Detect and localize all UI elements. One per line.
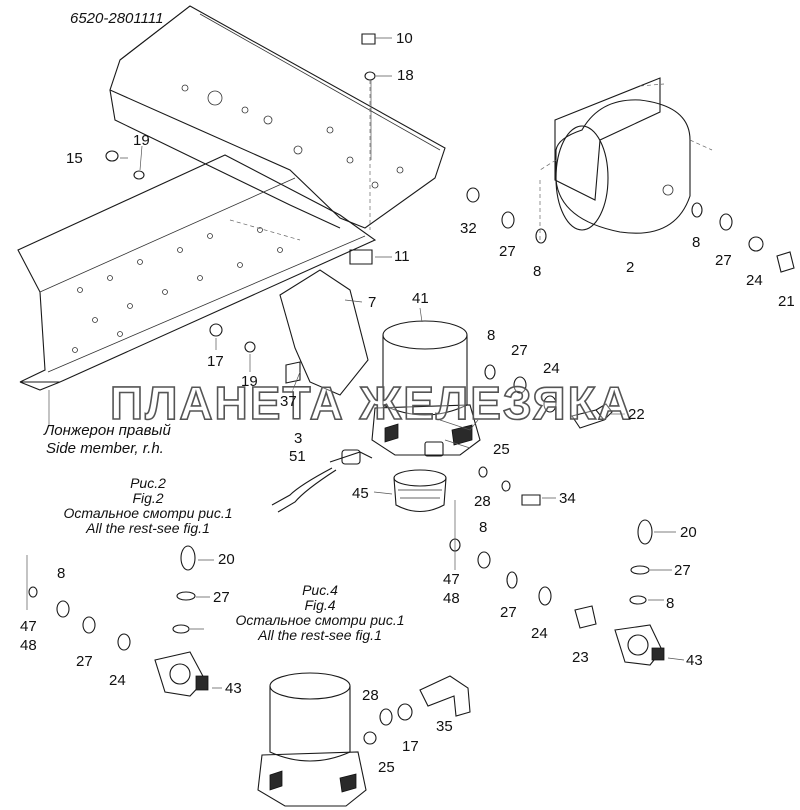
callout-51: 51	[289, 448, 306, 465]
callout-27: 27	[76, 653, 93, 670]
callout-27: 27	[500, 604, 517, 621]
valve-43-right	[614, 519, 665, 666]
callout-8: 8	[479, 519, 488, 536]
callout-15: 15	[66, 150, 83, 167]
callout-25: 25	[493, 441, 510, 458]
callout-7: 7	[368, 294, 377, 311]
callout-28: 28	[362, 687, 379, 704]
side-member-label-en: Side member, r.h.	[46, 440, 164, 457]
callout-47: 47	[443, 571, 460, 588]
harness-51	[271, 449, 373, 513]
fig2-line: Рис.2	[130, 475, 166, 491]
callout-35: 35	[436, 718, 453, 735]
fig4-line: All the rest-see fig.1	[258, 627, 382, 643]
callout-22: 22	[628, 406, 645, 423]
frame-bracket	[109, 5, 446, 229]
side-member-label-ru: Лонжерон правый	[44, 422, 171, 439]
callout-19: 19	[241, 373, 258, 390]
valve-43-left	[154, 545, 209, 697]
fig2-caption: Рис.2 Fig.2 Остальное смотри рис.1 All t…	[28, 476, 268, 536]
callout-24: 24	[109, 672, 126, 689]
callout-27: 27	[674, 562, 691, 579]
receiver-tank	[539, 77, 713, 234]
fig4-line: Fig.4	[304, 597, 336, 613]
callout-37: 37	[280, 393, 297, 410]
callout-8: 8	[57, 565, 66, 582]
callout-3: 3	[294, 430, 303, 447]
callout-10: 10	[396, 30, 413, 47]
fig2-line: All the rest-see fig.1	[86, 520, 210, 536]
callout-27: 27	[499, 243, 516, 260]
callout-20: 20	[218, 551, 235, 568]
callout-28: 28	[474, 493, 491, 510]
elbow-35	[419, 675, 471, 717]
callout-47: 47	[20, 618, 37, 635]
callout-27: 27	[715, 252, 732, 269]
callout-43: 43	[225, 680, 242, 697]
fittings-right	[521, 236, 795, 629]
leader-lines	[26, 37, 685, 689]
callout-45: 45	[352, 485, 369, 502]
callout-24: 24	[531, 625, 548, 642]
callout-8: 8	[533, 263, 542, 280]
fig2-line: Fig.2	[132, 490, 164, 506]
fig4-line: Рис.4	[302, 582, 338, 598]
callout-25: 25	[378, 759, 395, 776]
watermark: ПЛАНЕТА ЖЕЛЕЗЯКА	[109, 376, 633, 430]
callout-27: 27	[213, 589, 230, 606]
side-member	[17, 154, 377, 391]
fig4-line: Остальное смотри рис.1	[235, 612, 405, 628]
callout-41: 41	[412, 290, 429, 307]
callout-48: 48	[443, 590, 460, 607]
part-number: 6520-2801111	[70, 10, 164, 27]
callout-17: 17	[207, 353, 224, 370]
callout-32: 32	[460, 220, 477, 237]
callout-19: 19	[133, 132, 150, 149]
callout-18: 18	[397, 67, 414, 84]
callout-8: 8	[487, 327, 496, 344]
cartridge-45	[393, 469, 447, 513]
callout-20: 20	[680, 524, 697, 541]
fig2-line: Остальное смотри рис.1	[63, 505, 233, 521]
callout-27: 27	[511, 342, 528, 359]
bracket-7	[279, 269, 369, 396]
callout-48: 48	[20, 637, 37, 654]
callout-34: 34	[559, 490, 576, 507]
callout-11: 11	[394, 248, 410, 265]
callout-24: 24	[746, 272, 763, 289]
callout-23: 23	[572, 649, 589, 666]
callout-8: 8	[692, 234, 701, 251]
callout-24: 24	[543, 360, 560, 377]
callout-17: 17	[402, 738, 419, 755]
callout-8: 8	[666, 595, 675, 612]
air-dryer-fig4	[257, 672, 367, 807]
fig4-caption: Рис.4 Fig.4 Остальное смотри рис.1 All t…	[200, 583, 440, 643]
callout-2: 2	[626, 259, 635, 276]
air-dryer-41	[371, 320, 481, 457]
callout-43: 43	[686, 652, 703, 669]
washers-and-nuts	[28, 33, 733, 745]
callout-21: 21	[778, 293, 795, 310]
